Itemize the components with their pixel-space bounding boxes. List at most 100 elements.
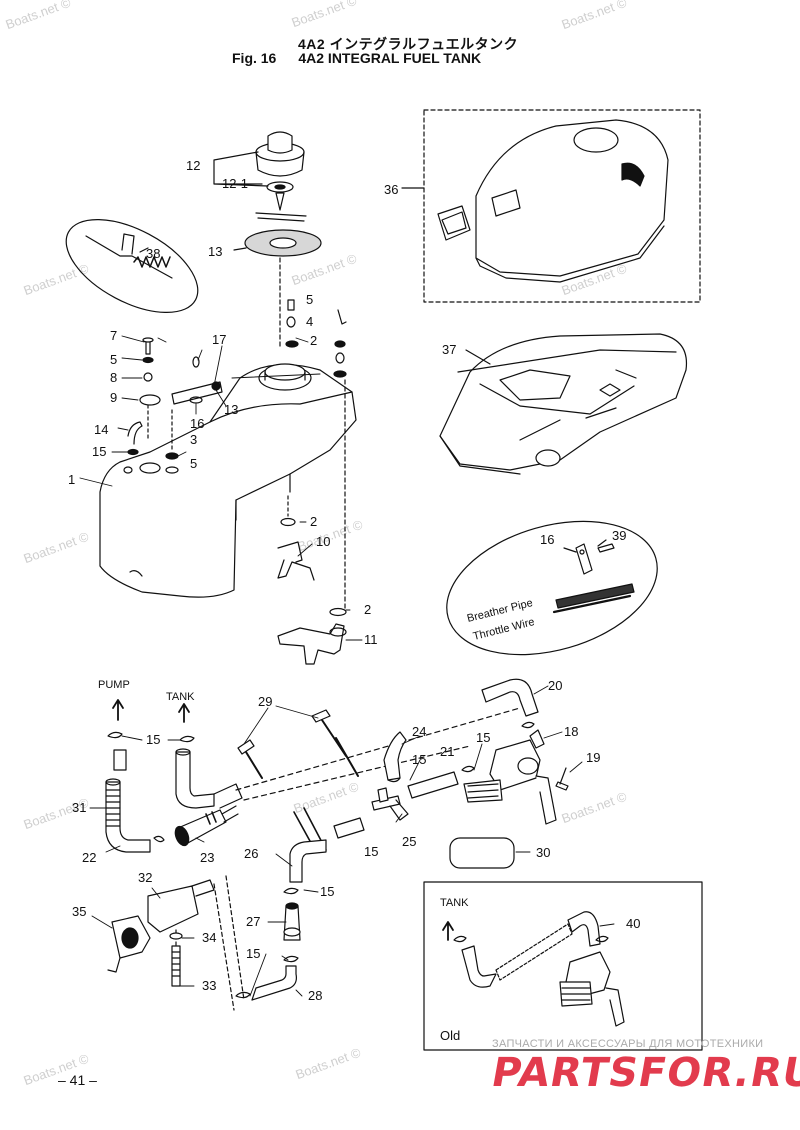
old-label: Old bbox=[440, 1028, 460, 1043]
fuel-pump-assembly bbox=[107, 879, 215, 973]
callout-27: 27 bbox=[246, 914, 260, 929]
callout-19: 19 bbox=[586, 750, 600, 765]
hose-24 bbox=[383, 731, 407, 781]
fastener-stack-right bbox=[285, 299, 347, 611]
old-fuel-cock bbox=[453, 911, 625, 1027]
flow-label-pump: PUMP bbox=[98, 679, 130, 691]
brand-tagline: ЗАПЧАСТИ И АКСЕССУАРЫ ДЛЯ МОТОТЕХНИКИ bbox=[492, 1038, 764, 1050]
callout-36: 36 bbox=[384, 182, 398, 197]
page-number: – 41 – bbox=[58, 1072, 97, 1088]
old-version-box bbox=[423, 881, 703, 1051]
callout-34: 34 bbox=[202, 930, 216, 945]
hose-26 bbox=[289, 839, 327, 883]
callout-39: 39 bbox=[612, 528, 626, 543]
leader-line bbox=[465, 349, 491, 365]
callout-16: 16 bbox=[540, 532, 554, 547]
pump-hose bbox=[105, 749, 165, 853]
callout-10: 10 bbox=[316, 534, 330, 549]
joint-27 bbox=[283, 902, 301, 941]
callout-2: 2 bbox=[310, 514, 317, 529]
callout-7: 7 bbox=[110, 328, 117, 343]
callout-40: 40 bbox=[626, 916, 640, 931]
callout-17: 17 bbox=[212, 332, 226, 347]
callout-2: 2 bbox=[364, 602, 371, 617]
tank-hose bbox=[175, 748, 243, 809]
callout-23: 23 bbox=[200, 850, 214, 865]
callout-37: 37 bbox=[442, 342, 456, 357]
leader-line bbox=[597, 539, 607, 547]
callout-13: 13 bbox=[208, 244, 222, 259]
figure-number: Fig. 16 bbox=[232, 50, 277, 66]
callout-28: 28 bbox=[308, 988, 322, 1003]
callout-4: 4 bbox=[306, 314, 313, 329]
top-cowl bbox=[437, 119, 669, 283]
integral-fuel-tank bbox=[99, 363, 357, 598]
bracket-11 bbox=[277, 607, 347, 665]
leader-lines bbox=[79, 335, 615, 997]
routing-line bbox=[225, 875, 245, 1001]
callout-12: 12 bbox=[186, 158, 200, 173]
callout-15: 15 bbox=[364, 844, 378, 859]
callout-12-1: 12-1 bbox=[222, 176, 248, 191]
fuel-cap bbox=[244, 131, 322, 257]
top-cowl-group-box bbox=[423, 109, 701, 303]
fuel-cock bbox=[463, 729, 557, 825]
callout-15: 15 bbox=[412, 752, 426, 767]
screw-19 bbox=[555, 767, 569, 791]
bottom-cowl bbox=[439, 333, 688, 475]
hose-clips bbox=[107, 721, 535, 999]
washer-34 bbox=[169, 932, 183, 940]
flow-label-tank: TANK bbox=[440, 897, 469, 909]
callout-9: 9 bbox=[110, 390, 117, 405]
callout-38: 38 bbox=[146, 246, 160, 261]
leader-line bbox=[233, 247, 247, 251]
hose-21 bbox=[407, 771, 459, 799]
gasket-30 bbox=[449, 837, 515, 869]
callout-15: 15 bbox=[246, 946, 260, 961]
short-hose bbox=[333, 817, 365, 839]
callout-16: 16 bbox=[190, 416, 204, 431]
callout-13: 13 bbox=[224, 402, 238, 417]
routing-line bbox=[235, 707, 521, 791]
callout-8: 8 bbox=[110, 370, 117, 385]
hose-28 bbox=[251, 965, 297, 1001]
callout-5: 5 bbox=[306, 292, 313, 307]
callout-15: 15 bbox=[320, 884, 334, 899]
callout-31: 31 bbox=[72, 800, 86, 815]
fastener-stack-left bbox=[127, 337, 161, 456]
callout-26: 26 bbox=[244, 846, 258, 861]
callout-2: 2 bbox=[310, 333, 317, 348]
callout-3: 3 bbox=[190, 432, 197, 447]
callout-18: 18 bbox=[564, 724, 578, 739]
title-japanese: 4A2 インテグラルフュエルタンク bbox=[298, 36, 519, 52]
callout-20: 20 bbox=[548, 678, 562, 693]
hose-20 bbox=[481, 678, 539, 717]
callout-24: 24 bbox=[412, 724, 426, 739]
callout-11: 11 bbox=[364, 632, 378, 647]
callout-22: 22 bbox=[82, 850, 96, 865]
callout-1: 1 bbox=[68, 472, 75, 487]
callout-33: 33 bbox=[202, 978, 216, 993]
routing-line bbox=[213, 883, 235, 1011]
callout-14: 14 bbox=[94, 422, 108, 437]
figure-title-text: 4A2 INTEGRAL FUEL TANK bbox=[298, 50, 482, 66]
brand-logo: PARTSFOR.RU bbox=[487, 1050, 800, 1096]
callout-32: 32 bbox=[138, 870, 152, 885]
inline-filter bbox=[174, 805, 239, 847]
breather-pipe-fitting bbox=[165, 356, 223, 474]
callout-29: 29 bbox=[258, 694, 272, 709]
figure-title: Fig. 16 4A2 INTEGRAL FUEL TANK bbox=[232, 50, 503, 66]
flow-label-tank: TANK bbox=[166, 691, 195, 703]
callout-21: 21 bbox=[440, 744, 454, 759]
callout-15: 15 bbox=[146, 732, 160, 747]
leader-line bbox=[213, 151, 269, 187]
bracket-10 bbox=[277, 495, 315, 581]
routing-line bbox=[243, 745, 471, 801]
leader-line bbox=[563, 547, 577, 553]
cable-ties bbox=[237, 709, 359, 853]
callout-35: 35 bbox=[72, 904, 86, 919]
flow-arrows bbox=[112, 699, 454, 941]
callout-15: 15 bbox=[92, 444, 106, 459]
callout-25: 25 bbox=[402, 834, 416, 849]
